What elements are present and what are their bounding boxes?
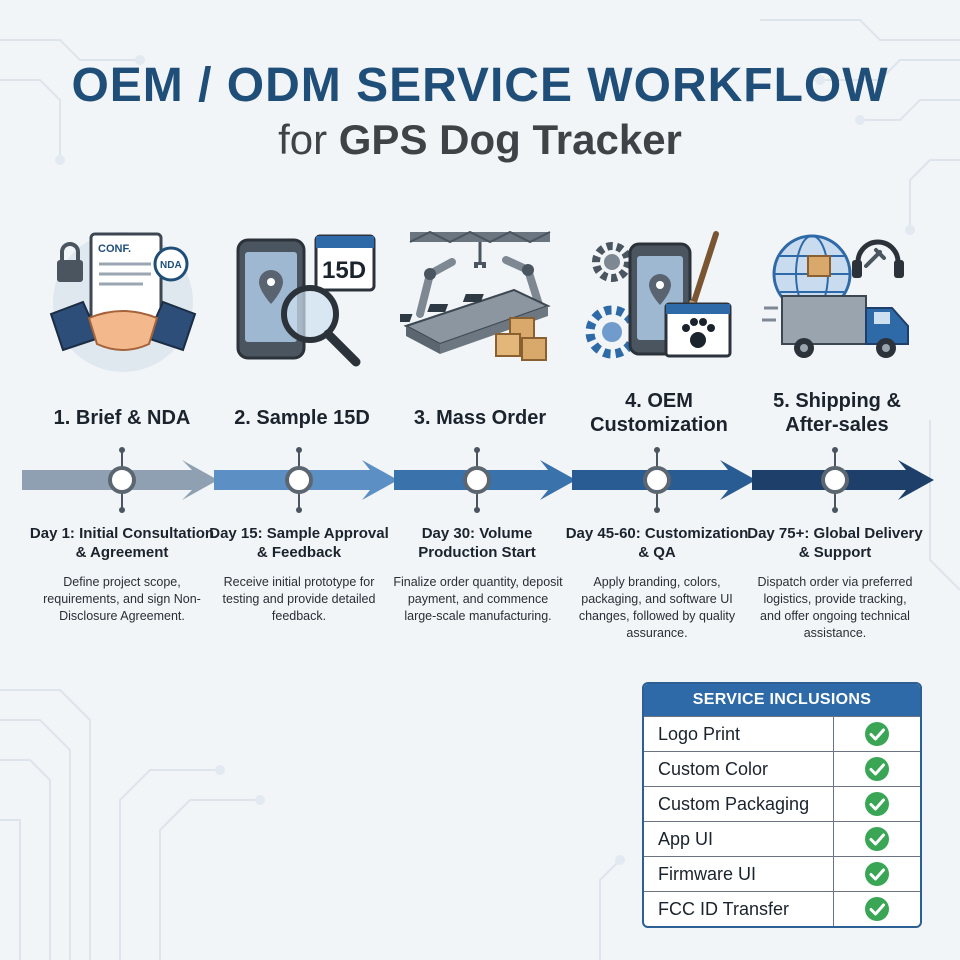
globe-truck-headset-icon [762, 222, 922, 372]
subtitle-product: GPS Dog Tracker [338, 116, 682, 163]
conf-label: CONF. [98, 243, 131, 255]
step-5-title: 5. Shipping & After-sales [773, 390, 901, 436]
phone-magnifier-calendar-icon: 15D [222, 222, 382, 372]
inclusion-row: Custom Packaging [644, 786, 920, 821]
check-circle-icon [834, 857, 920, 891]
check-circle-icon [834, 892, 920, 926]
factory-conveyor-icon [391, 222, 560, 372]
timeline-node-4 [643, 466, 671, 494]
step-4-description: Apply branding, colors, packaging, and s… [578, 575, 736, 640]
step-5-day: Day 75+: Global Delivery & Support [747, 525, 923, 561]
inclusion-label: FCC ID Transfer [644, 892, 834, 926]
step-1-title: 1. Brief & NDA [53, 407, 191, 429]
inclusion-label: App UI [644, 822, 834, 856]
step-1-description: Define project scope, requirements, and … [43, 575, 201, 623]
inclusion-row: Custom Color [644, 751, 920, 786]
inclusion-label: Custom Packaging [644, 787, 834, 821]
inclusion-row: Logo Print [644, 716, 920, 751]
step-2-title: 2. Sample 15D [234, 407, 370, 429]
step-1-day: Day 1: Initial Consultation & Agreement [29, 525, 215, 561]
step-5-description: Dispatch order via preferred logistics, … [757, 575, 913, 640]
check-circle-icon [834, 787, 920, 821]
timeline-node-2 [285, 466, 313, 494]
nda-badge-label: NDA [160, 260, 182, 271]
timeline-node-3 [463, 466, 491, 494]
timeline-node-1 [108, 466, 136, 494]
inclusion-row: App UI [644, 821, 920, 856]
subtitle-prefix: for [278, 116, 328, 163]
step-4-day: Day 45-60: Customization & QA [565, 525, 749, 561]
inclusions-header: SERVICE INCLUSIONS [644, 684, 920, 716]
step-4-title: 4. OEM Customization [590, 390, 728, 436]
calendar-15d-label: 15D [322, 257, 366, 284]
page-subtitle: for GPS Dog Tracker [0, 116, 960, 164]
page-title: OEM / ODM SERVICE WORKFLOW [71, 59, 889, 112]
step-2-description: Receive initial prototype for testing an… [222, 575, 376, 623]
timeline-arrows [22, 447, 934, 513]
check-circle-icon [834, 822, 920, 856]
inclusion-row: FCC ID Transfer [644, 891, 920, 926]
inclusion-label: Firmware UI [644, 857, 834, 891]
handshake-nda-icon: CONF. NDA [43, 222, 203, 372]
customization-gears-paintbrush-icon [582, 222, 742, 372]
step-3-description: Finalize order quantity, deposit payment… [393, 575, 563, 623]
check-circle-icon [834, 752, 920, 786]
timeline-node-5 [821, 466, 849, 494]
inclusion-row: Firmware UI [644, 856, 920, 891]
check-circle-icon [834, 717, 920, 751]
step-2-day: Day 15: Sample Approval & Feedback [209, 525, 389, 561]
step-3-day: Day 30: Volume Production Start [418, 525, 536, 561]
step-3-title: 3. Mass Order [413, 407, 547, 429]
inclusion-label: Custom Color [644, 752, 834, 786]
inclusion-label: Logo Print [644, 717, 834, 751]
